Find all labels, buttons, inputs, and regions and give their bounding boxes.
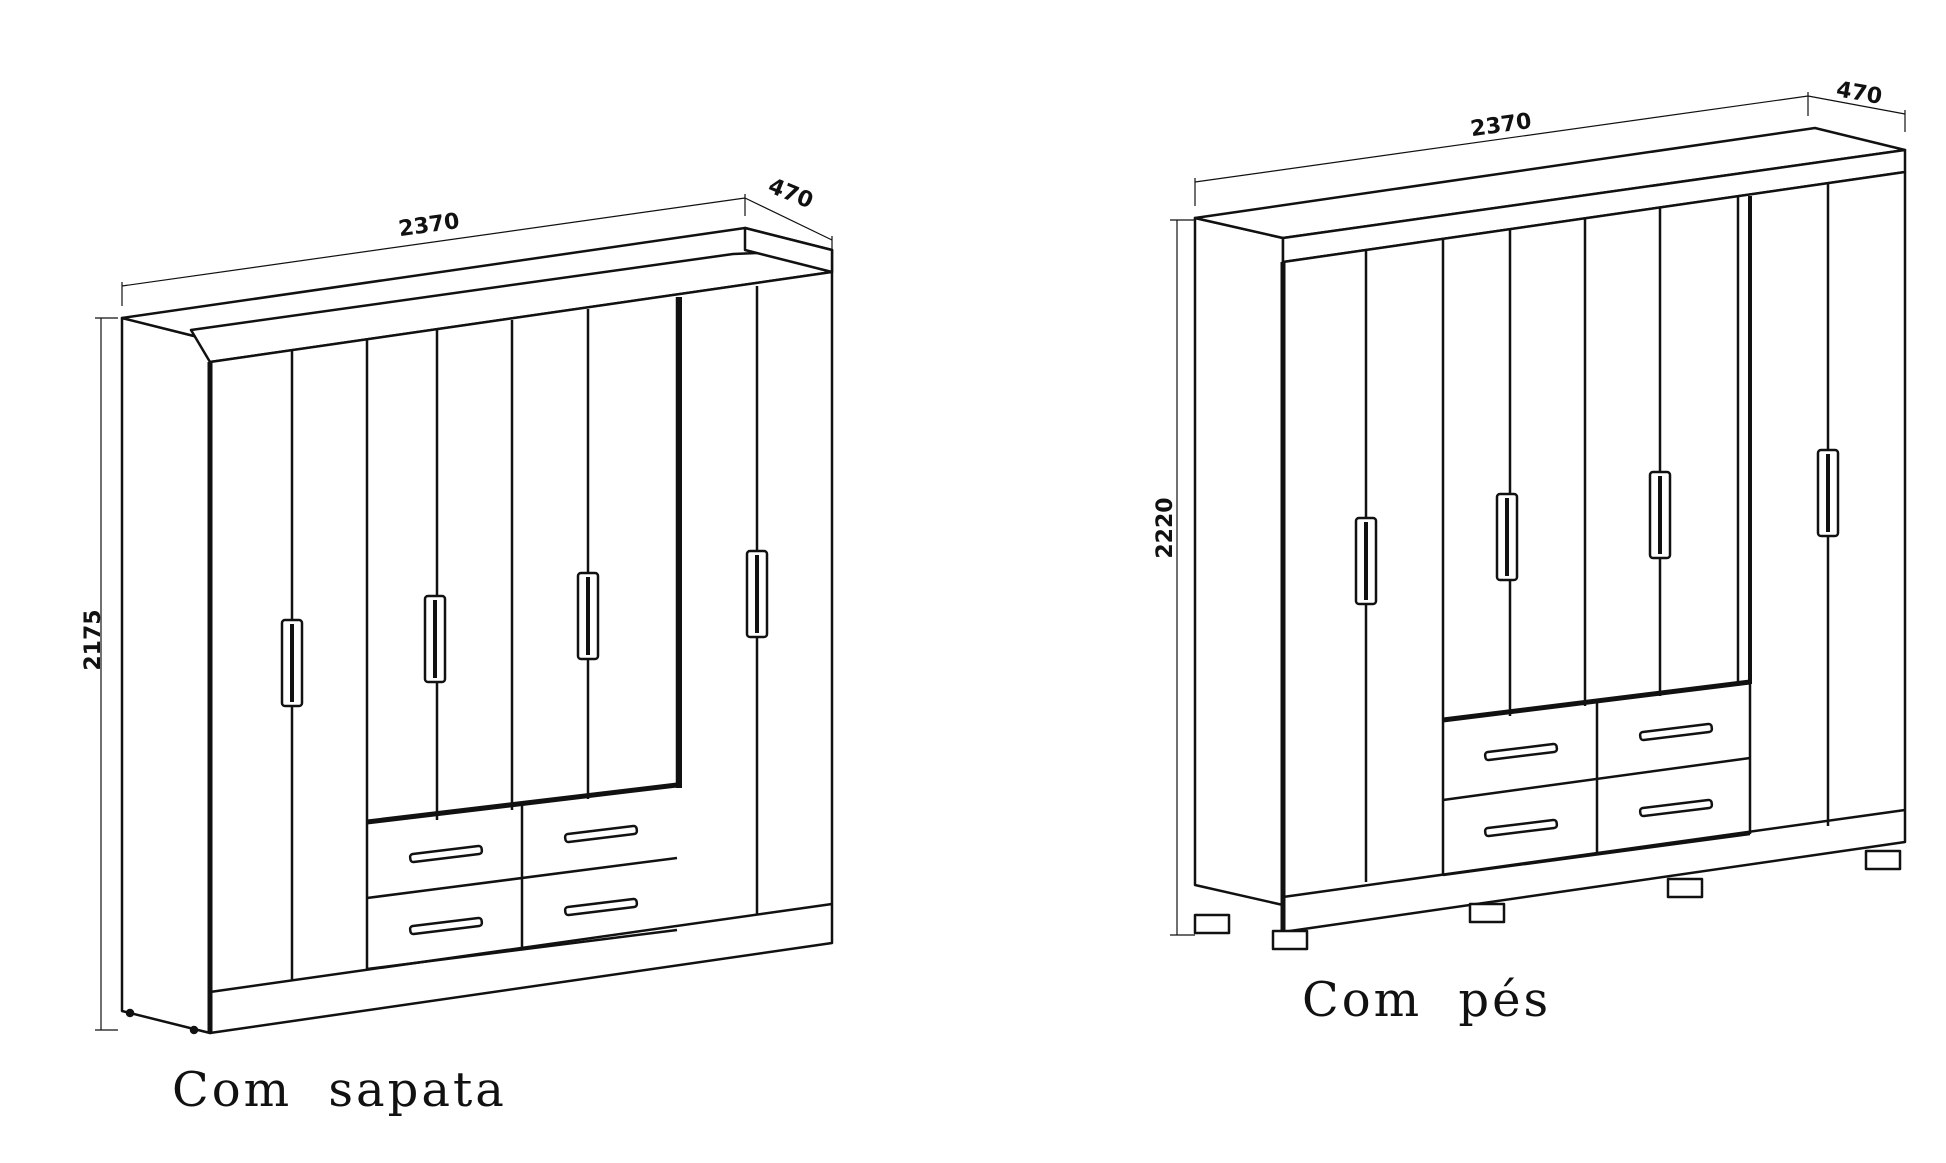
caption-com-sapata: Com sapata xyxy=(172,1062,507,1118)
left-height-dimension: 2175 xyxy=(81,609,106,670)
right-width-dimension: 2370 xyxy=(1469,109,1533,142)
left-depth-dimension: 470 xyxy=(764,174,816,214)
wardrobe-com-sapata xyxy=(95,194,834,1035)
right-depth-dimension: 470 xyxy=(1834,77,1884,110)
right-height-dimension: 2220 xyxy=(1153,497,1178,558)
left-width-dimension: 2370 xyxy=(397,209,461,242)
caption-com-pes: Com pés xyxy=(1302,972,1552,1028)
wardrobe-com-pes xyxy=(1170,92,1907,951)
